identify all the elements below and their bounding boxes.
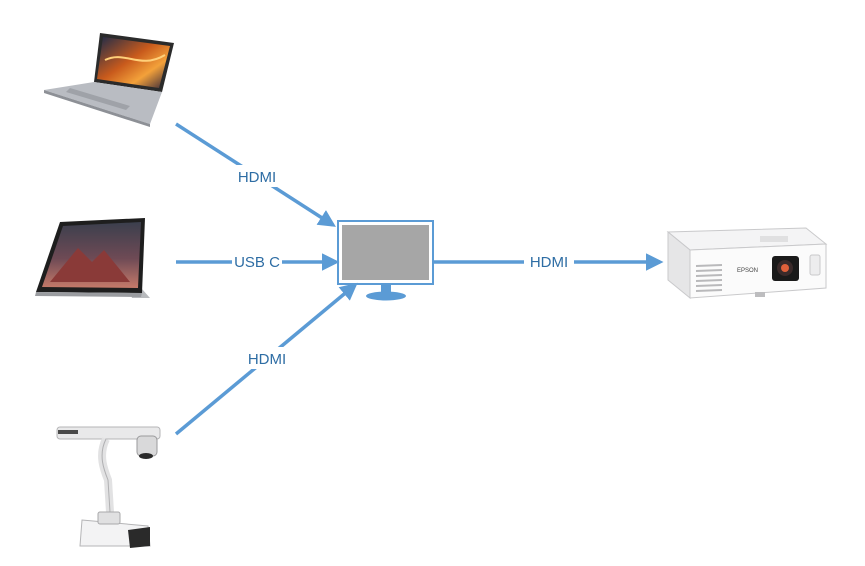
label-background (242, 347, 292, 369)
connector-tablet-monitor: USB C (176, 251, 340, 273)
connection-label: USB C (234, 254, 280, 271)
label-background (524, 251, 574, 273)
connection-label: HDMI (530, 254, 568, 271)
connector-monitor-projector: HDMI (434, 251, 664, 273)
connection-label: HDMI (248, 351, 286, 368)
projector-icon: EPSON (666, 227, 828, 300)
projector-vent (695, 264, 723, 292)
laptop-icon (44, 33, 174, 127)
connector-laptop-monitor: HDMI (175, 122, 336, 227)
document-camera-icon (56, 426, 161, 548)
label-background (232, 251, 282, 273)
label-background (232, 165, 282, 187)
projector-brand-label: EPSON (737, 268, 758, 274)
connection-label: HDMI (238, 169, 276, 186)
monitor-icon (337, 220, 434, 301)
connector-camera-monitor: HDMI (174, 282, 358, 436)
tablet-icon (35, 218, 150, 298)
